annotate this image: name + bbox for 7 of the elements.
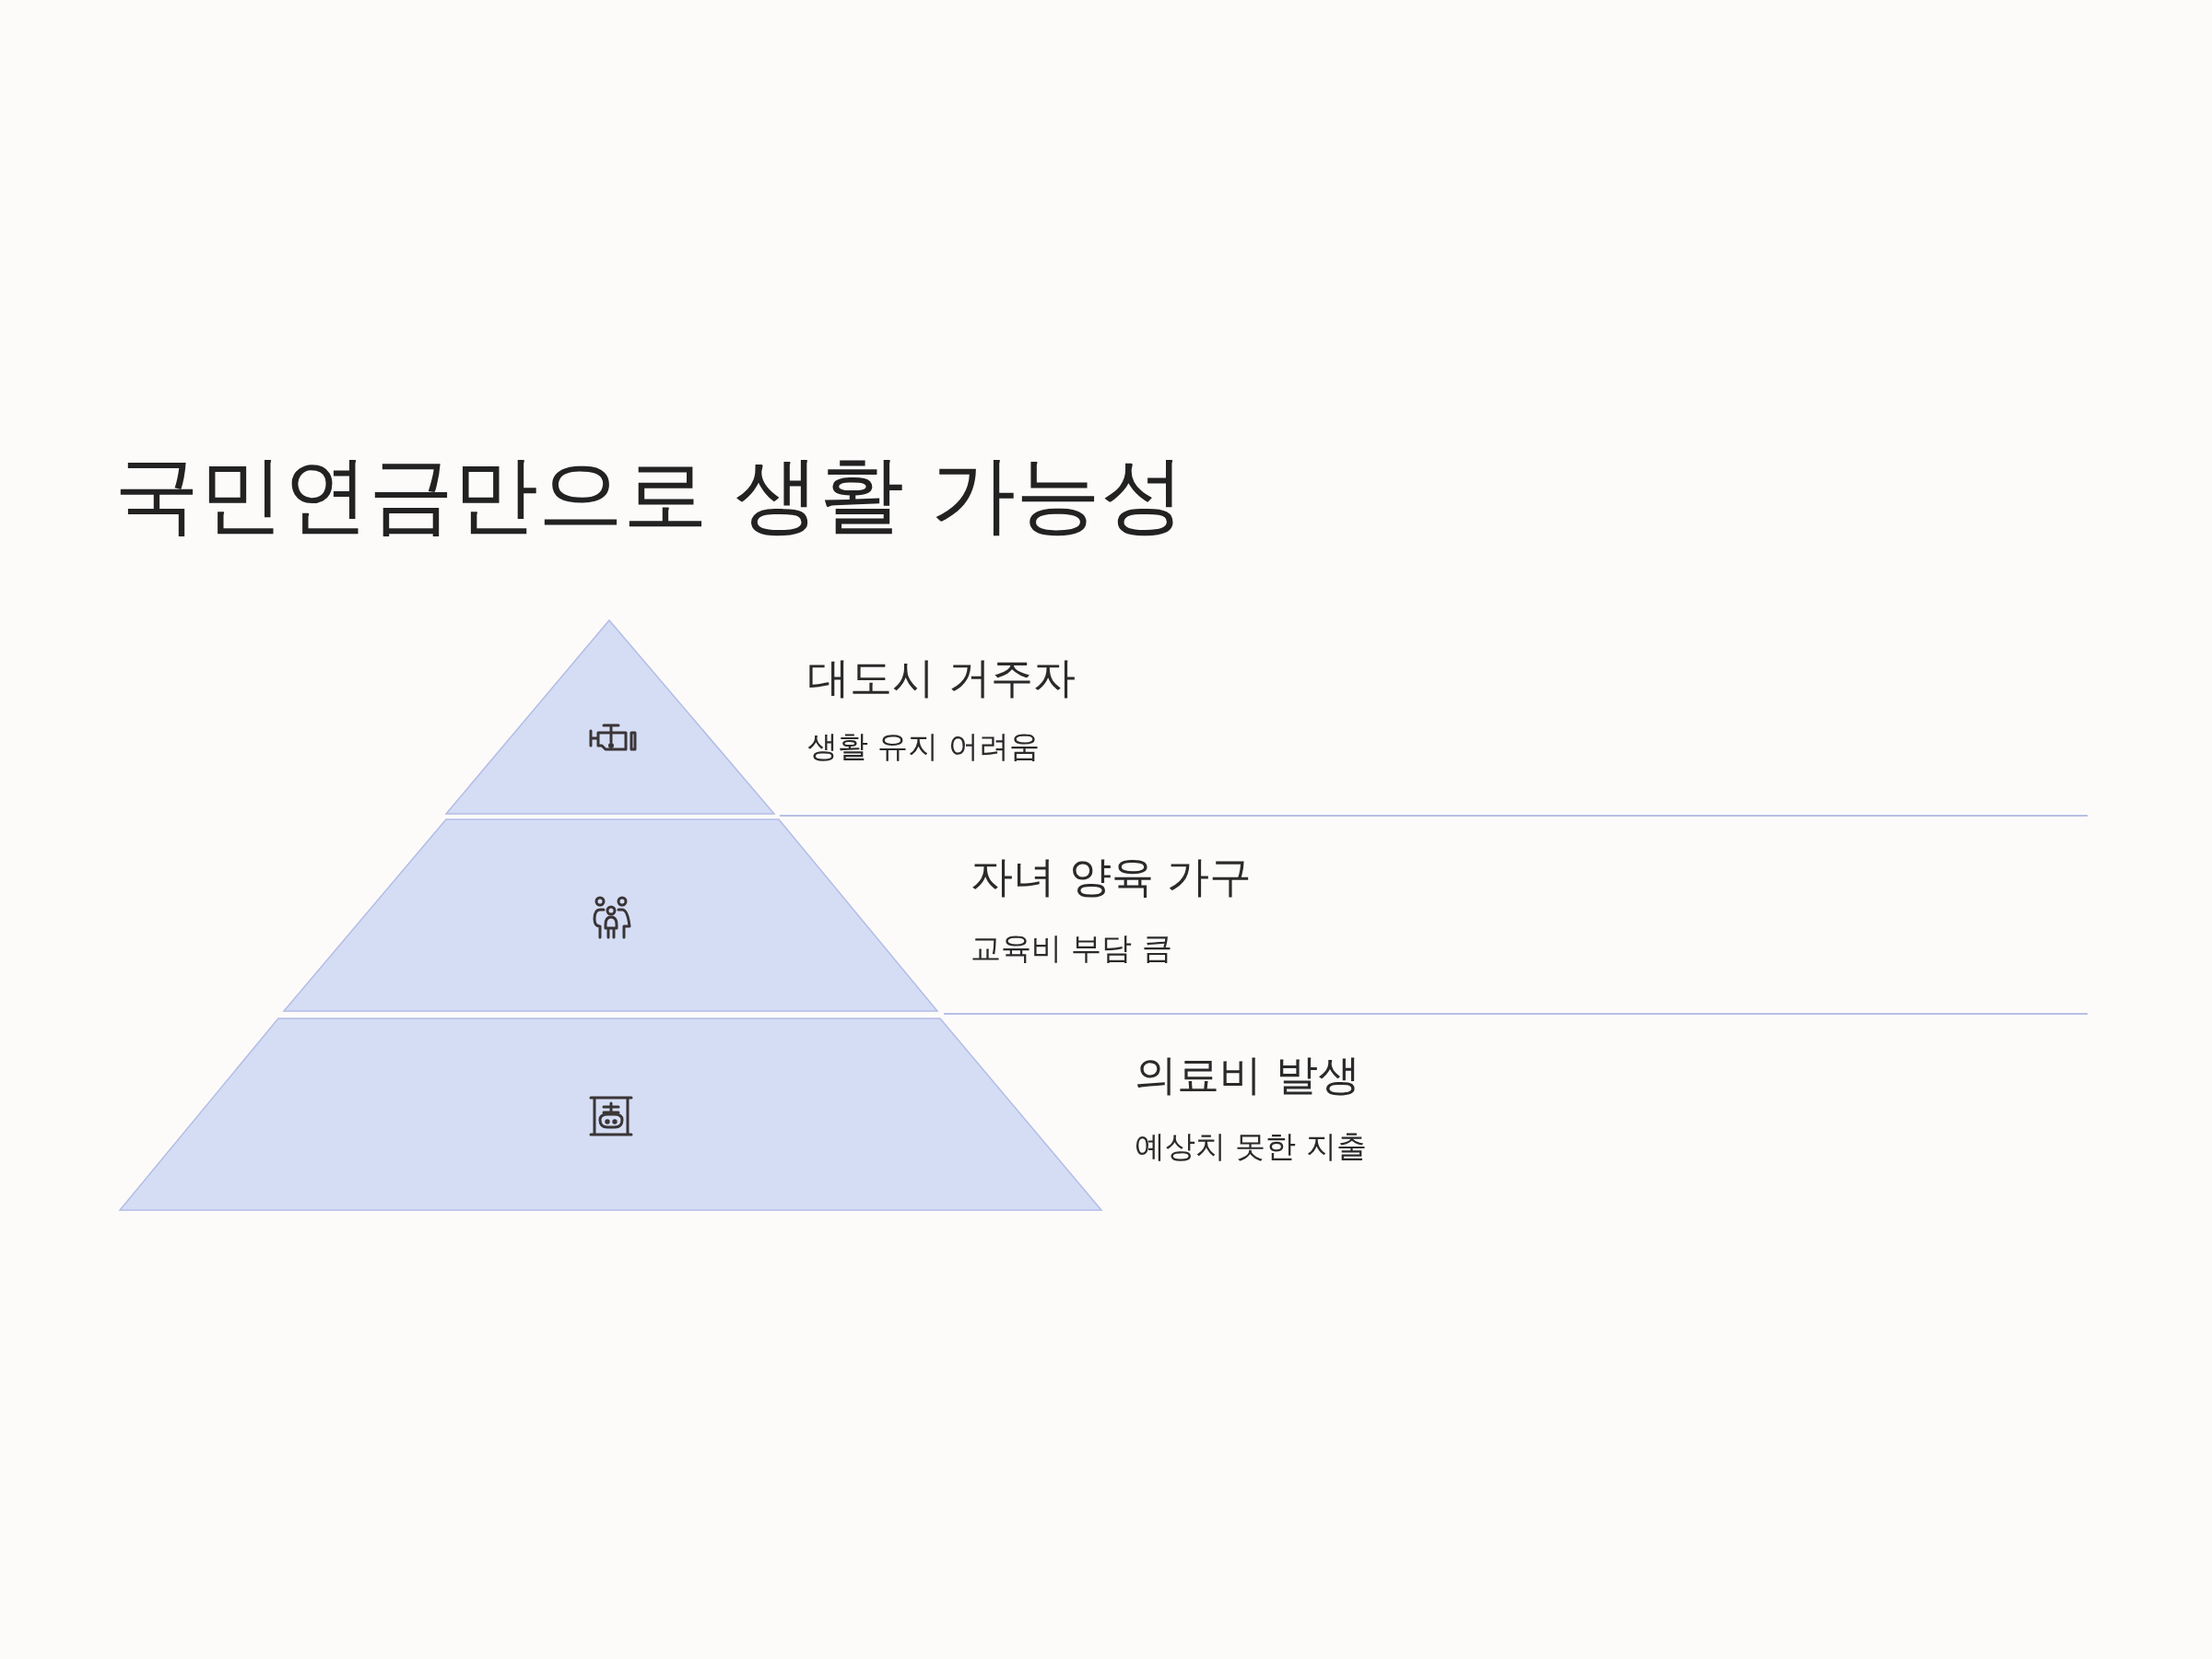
tier-description: 예상치 못한 지출 [1135,1128,1367,1165]
tier-description: 생활 유지 어려움 [807,728,1040,765]
title: 국민연금만으로 생활 가능성 [114,444,1186,546]
tier-heading: 자녀 양육 가구 [971,852,1253,903]
tier-heading: 대도시 거주자 [807,653,1076,704]
tier-heading: 의료비 발생 [1135,1050,1360,1101]
tier-description: 교육비 부담 큼 [971,930,1172,967]
